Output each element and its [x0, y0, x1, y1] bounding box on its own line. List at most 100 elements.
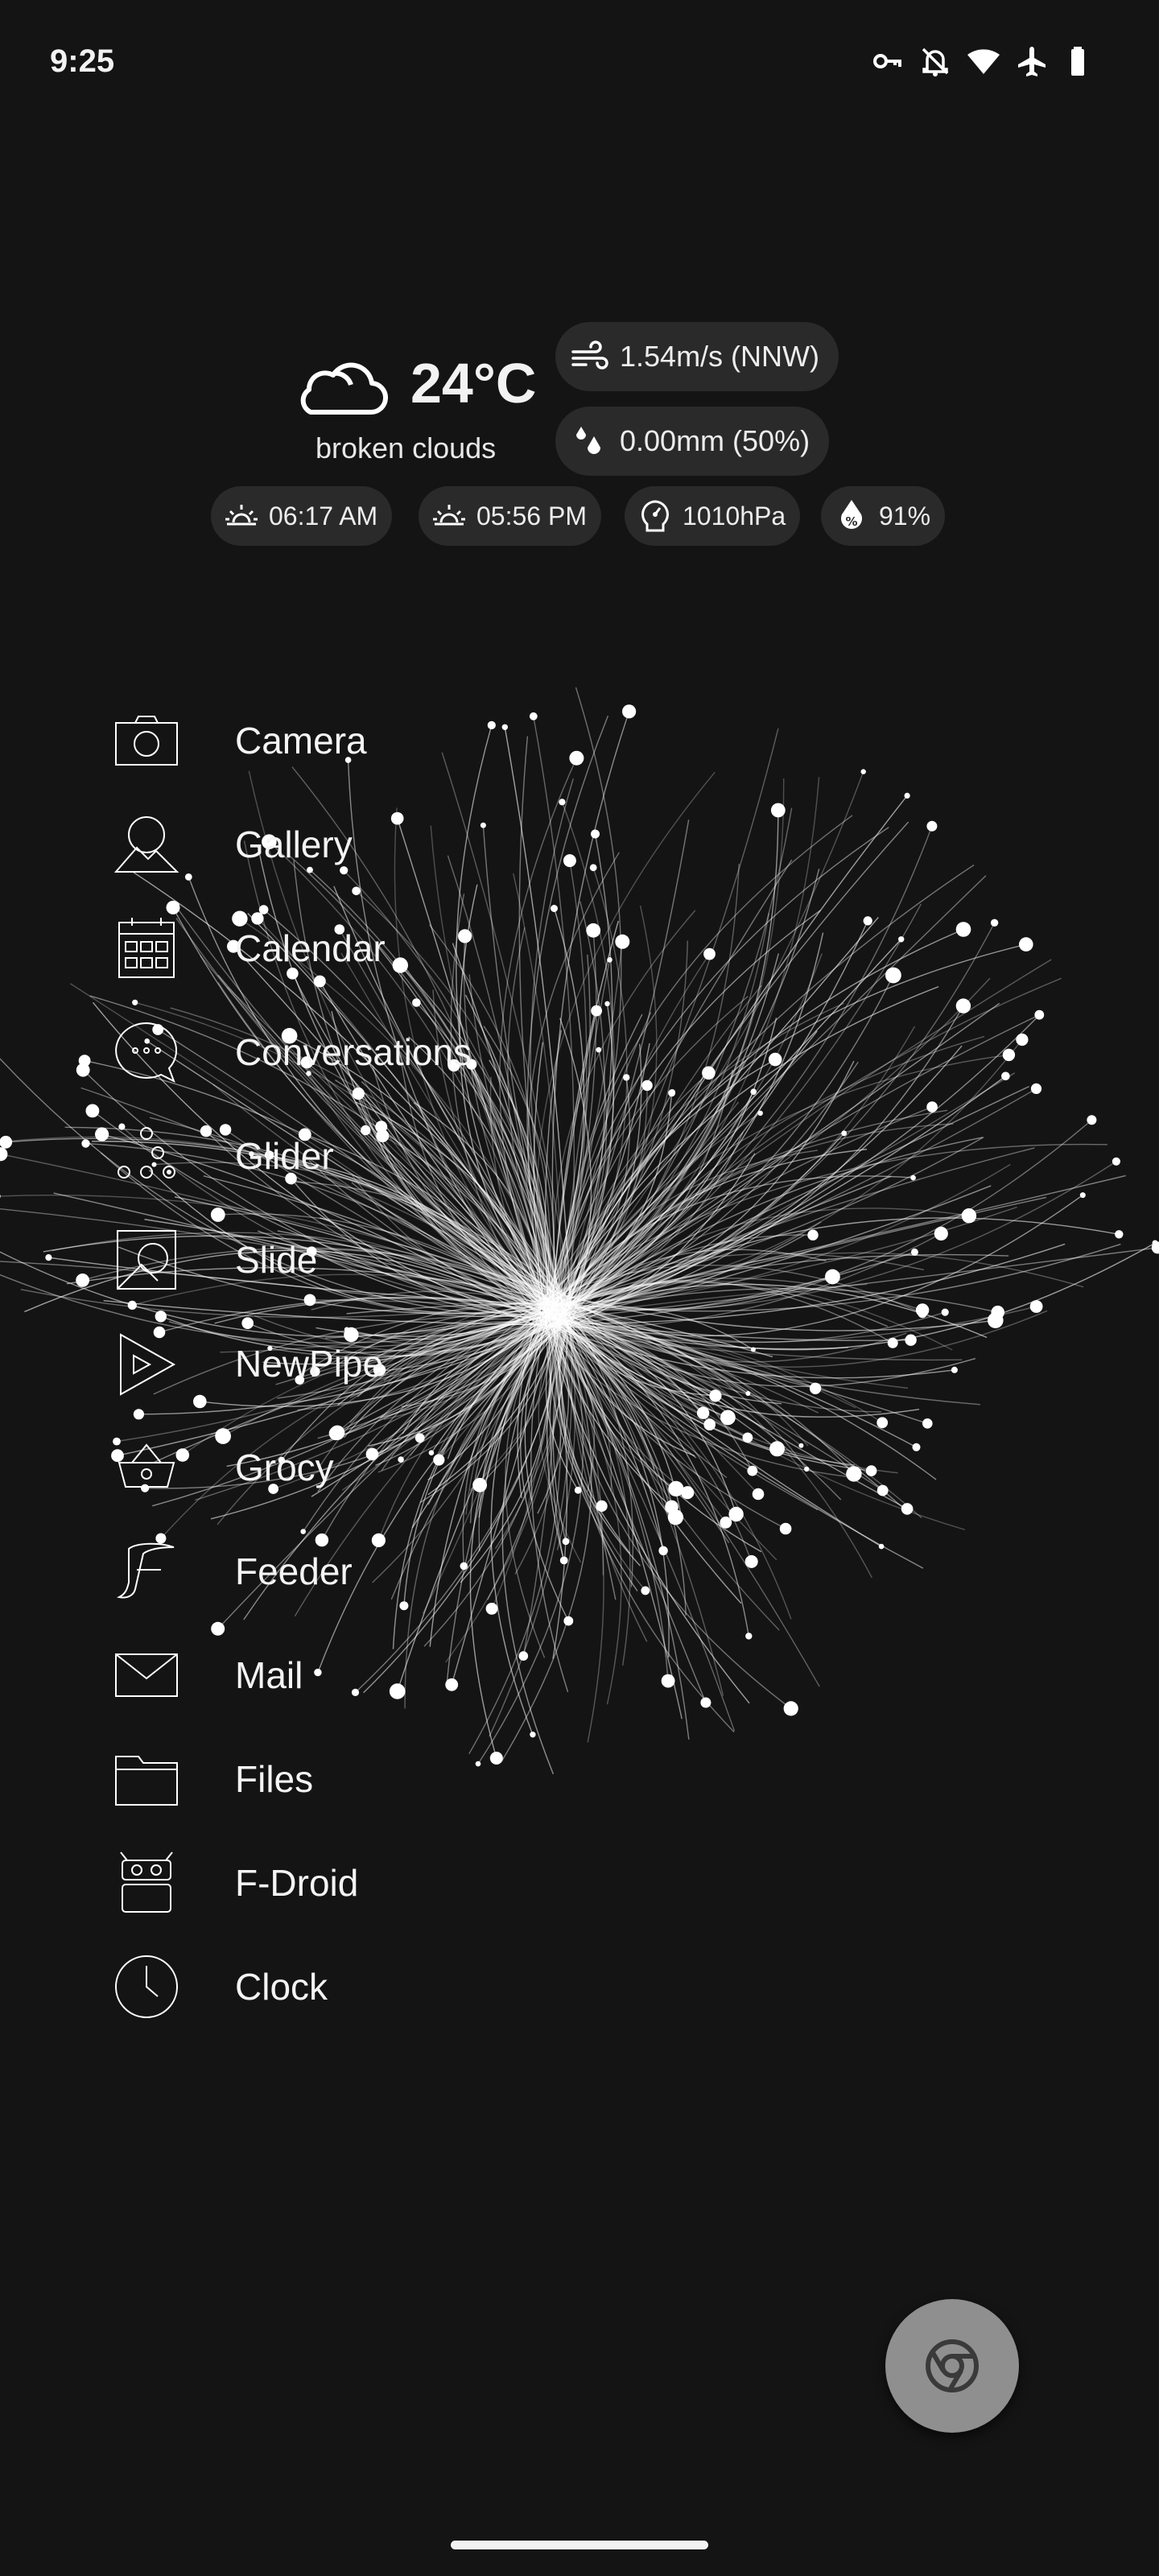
app-fdroid[interactable]: F-Droid: [113, 1843, 499, 1923]
wallpaper-dot: [472, 1477, 487, 1492]
wallpaper-dot: [334, 924, 345, 935]
wallpaper-strand: [429, 1322, 541, 1647]
wallpaper-strand: [542, 1306, 882, 1547]
app-feeder[interactable]: Feeder: [113, 1531, 499, 1612]
wallpaper-strand: [551, 941, 624, 1326]
wallpaper-strand: [561, 1302, 695, 1457]
wallpaper-strand: [168, 1311, 542, 1348]
wallpaper-strand: [149, 1117, 543, 1326]
app-gallery[interactable]: Gallery: [113, 804, 499, 885]
wallpaper-dot: [232, 910, 248, 927]
wallpaper-strand: [507, 927, 565, 1304]
wallpaper-strand: [134, 1001, 542, 1301]
wallpaper-dot: [720, 1410, 736, 1426]
wallpaper-strand: [469, 1327, 561, 1759]
wallpaper-dot: [390, 811, 404, 825]
app-mail[interactable]: Mail: [113, 1635, 499, 1715]
wallpaper-strand: [566, 1042, 650, 1307]
wallpaper-strand: [544, 1298, 677, 1517]
app-conversations[interactable]: Conversations: [113, 1012, 499, 1092]
wallpaper-strand: [567, 1305, 688, 1493]
app-clock[interactable]: Clock: [113, 1946, 499, 2027]
wallpaper-strand: [514, 1310, 563, 1575]
wallpaper-dot: [314, 1668, 322, 1677]
wind-icon: [571, 341, 608, 369]
wallpaper-strand: [541, 1234, 805, 1306]
wallpaper-strand: [307, 1073, 548, 1318]
wallpaper-strand: [335, 1079, 541, 1307]
wallpaper-strand: [550, 1010, 1044, 1319]
app-calendar[interactable]: Calendar: [113, 908, 499, 989]
wallpaper-dot: [155, 1533, 167, 1544]
wallpaper-strand: [561, 1312, 816, 1389]
browser-fab[interactable]: [885, 2299, 1019, 2433]
wallpaper-dot: [961, 1208, 977, 1224]
wallpaper-strand: [527, 852, 620, 1321]
wallpaper-strand: [0, 1136, 571, 1322]
gesture-handle[interactable]: [451, 2541, 708, 2549]
wallpaper-dot: [569, 750, 584, 766]
wallpaper-strand: [546, 1316, 669, 1682]
raindrops-icon: [576, 427, 600, 454]
wallpaper-strand: [311, 1324, 561, 1497]
wallpaper-strand: [547, 1300, 730, 1543]
wallpaper-strand: [52, 1232, 563, 1309]
wallpaper-strand: [564, 1315, 604, 1575]
app-files[interactable]: Files: [113, 1739, 499, 1819]
wallpaper-dot: [267, 1345, 273, 1351]
wallpaper-strand: [200, 955, 550, 1311]
wallpaper-strand: [304, 1133, 564, 1311]
wallpaper-strand: [121, 1126, 560, 1311]
wallpaper-dot: [314, 975, 326, 988]
app-label: F-Droid: [235, 1862, 359, 1904]
humidity-pill: % 91%: [821, 486, 946, 546]
wallpaper-strand: [533, 716, 575, 1301]
wallpaper-dot: [905, 1334, 917, 1346]
app-slide[interactable]: Slide: [113, 1220, 499, 1300]
app-grocy[interactable]: Grocy: [113, 1427, 499, 1508]
chat-icon: [115, 1022, 178, 1084]
wallpaper-strand: [570, 1217, 1120, 1319]
wallpaper-strand: [341, 1300, 544, 1491]
wallpaper-strand: [138, 1320, 563, 1415]
wallpaper-strand: [533, 1042, 546, 1311]
wallpaper-strand: [557, 1026, 916, 1324]
wallpaper-strand: [85, 1142, 555, 1318]
wallpaper-dot: [878, 1543, 885, 1550]
wallpaper-strand: [555, 1297, 820, 1687]
app-newpipe[interactable]: NewPipe: [113, 1323, 499, 1404]
app-camera[interactable]: Camera: [113, 700, 499, 781]
wallpaper-strand: [544, 1318, 937, 1480]
wallpaper-dot: [398, 1456, 404, 1463]
wallpaper-dot: [1151, 1241, 1159, 1254]
wallpaper-strand: [540, 1175, 892, 1316]
wallpaper-strand: [545, 1318, 579, 1491]
wallpaper-strand: [501, 1322, 592, 1762]
wallpaper-strand: [555, 977, 1062, 1327]
wallpaper-strand: [438, 1300, 549, 1460]
wallpaper-strand: [558, 1137, 983, 1315]
wallpaper-dot: [344, 1327, 359, 1343]
wallpaper-dot: [641, 1080, 653, 1092]
wallpaper-dot: [315, 1533, 329, 1547]
wallpaper-dot: [262, 834, 277, 849]
wallpaper-strand: [555, 778, 785, 1311]
wallpaper-strand: [101, 1133, 542, 1327]
wallpaper-strand: [432, 989, 566, 1320]
wallpaper-dot: [1002, 1048, 1016, 1062]
app-glider[interactable]: Glider: [113, 1116, 499, 1196]
wallpaper-dot: [807, 1229, 819, 1241]
wallpaper-dot: [901, 1503, 914, 1515]
wallpaper-strand: [558, 932, 824, 1298]
wallpaper-dot: [702, 1066, 716, 1080]
app-label: NewPipe: [235, 1343, 384, 1385]
wallpaper-strand: [547, 1308, 917, 1448]
wallpaper-dot: [376, 1129, 390, 1142]
wallpaper-dot: [448, 1059, 460, 1072]
wallpaper-strand: [145, 1315, 567, 1489]
wallpaper-dot: [445, 1678, 459, 1691]
wallpaper-dot: [287, 968, 299, 980]
app-label: Mail: [235, 1654, 303, 1696]
wallpaper-strand: [293, 860, 551, 1321]
